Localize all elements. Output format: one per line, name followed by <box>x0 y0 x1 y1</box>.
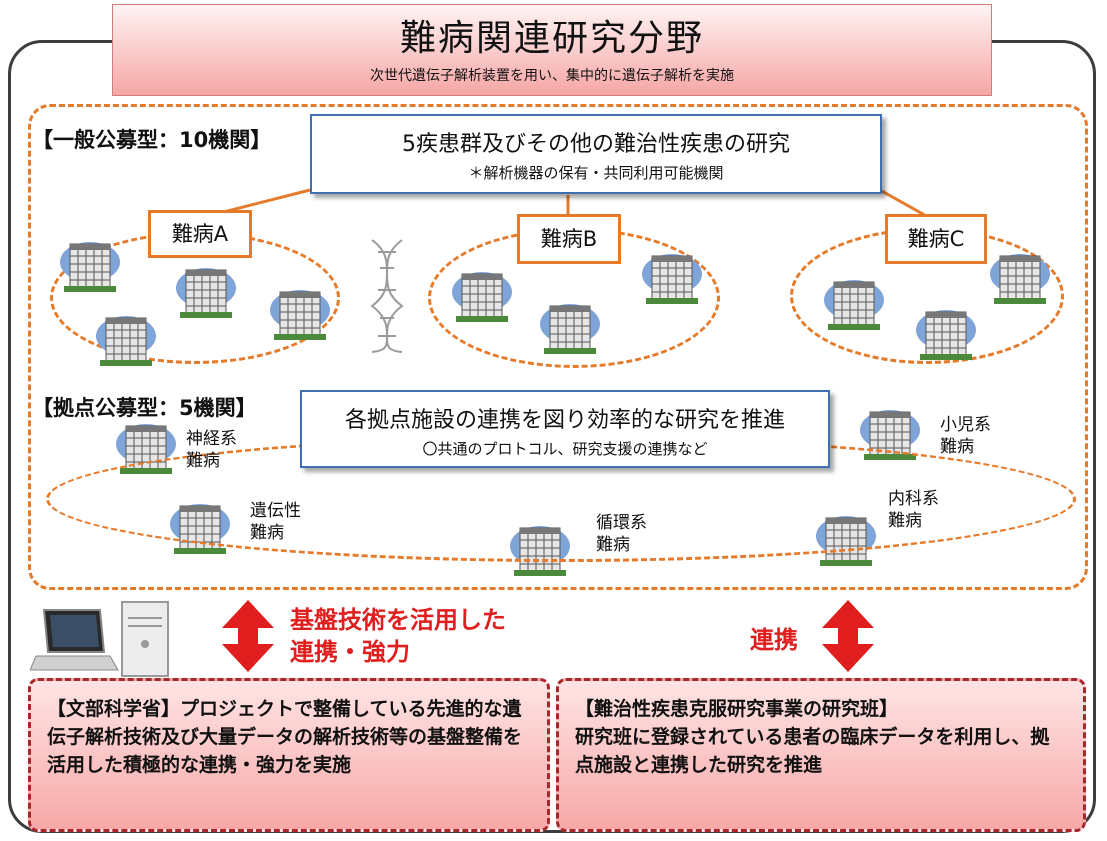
group-a-tag: 難病A <box>148 210 252 258</box>
site-label-genetic: 遺伝性難病 <box>250 501 301 543</box>
group-c-tag: 難病C <box>885 214 987 264</box>
research-area <box>28 104 1088 590</box>
site-label-pediatric: 小児系難病 <box>940 415 991 457</box>
mext-box-text: プロジェクトで整備している先進的な遺伝子解析技術及び大量データの解析技術等の基盤… <box>47 698 523 776</box>
hub-callout-title: 各拠点施設の連携を図り効率的な研究を推進 <box>344 408 785 433</box>
research-group-box: 【難治性疾患克服研究事業の研究班】 研究班に登録されている患者の臨床データを利用… <box>556 678 1086 832</box>
double-arrow-left-icon <box>222 600 274 672</box>
hub-callout: 各拠点施設の連携を図り効率的な研究を推進 〇共通のプロトコル、研究支援の連携など <box>300 390 830 468</box>
arrow-left-label: 基盤技術を活用した 連携・強力 <box>290 606 506 666</box>
hub-callout-note: 〇共通のプロトコル、研究支援の連携など <box>422 440 708 458</box>
general-callout-title: 5疾患群及びその他の難治性疾患の研究 <box>402 132 790 157</box>
computer-icon <box>30 601 169 677</box>
general-callout-note: ＊解析機器の保有・共同利用可能機関 <box>468 164 724 182</box>
page-subtitle: 次世代遺伝子解析装置を用い、集中的に遺伝子解析を実施 <box>370 68 734 84</box>
double-arrow-right-icon <box>822 600 874 672</box>
general-section-label: 【一般公募型：10機関】 <box>32 128 272 152</box>
arrow-right-label: 連携 <box>750 626 798 654</box>
research-group-text: 研究班に登録されている患者の臨床データを利用し、拠点施設と連携した研究を推進 <box>575 726 1050 776</box>
site-label-internal: 内科系難病 <box>888 489 939 531</box>
title-banner: 難病関連研究分野 次世代遺伝子解析装置を用い、集中的に遺伝子解析を実施 <box>112 4 992 96</box>
research-group-heading: 【難治性疾患克服研究事業の研究班】 <box>575 698 899 720</box>
site-label-neuro: 神経系難病 <box>186 429 237 471</box>
site-label-circulatory: 循環系難病 <box>596 513 647 555</box>
group-b-tag: 難病B <box>517 214 621 264</box>
page-title: 難病関連研究分野 <box>399 18 704 59</box>
dna-icon <box>370 239 404 353</box>
general-callout: 5疾患群及びその他の難治性疾患の研究 ＊解析機器の保有・共同利用可能機関 <box>310 114 882 194</box>
hub-section-label: 【拠点公募型：5機関】 <box>32 396 257 420</box>
mext-box: 【文部科学省】プロジェクトで整備している先進的な遺伝子解析技術及び大量データの解… <box>28 678 550 832</box>
mext-box-heading: 【文部科学省】 <box>47 698 181 720</box>
